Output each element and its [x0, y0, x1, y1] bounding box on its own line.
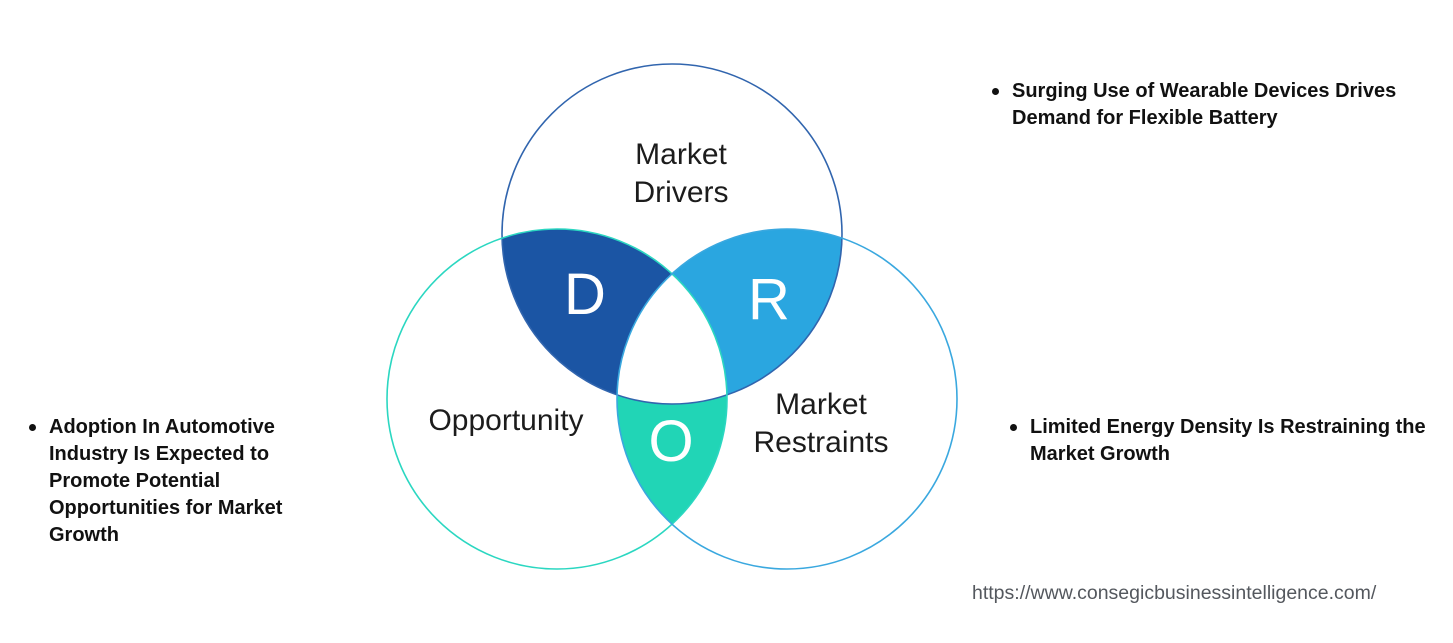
opportunity-note: Adoption In Automotive Industry Is Expec… — [29, 414, 330, 549]
restraints-overlap-letter: R — [748, 267, 790, 332]
bullet-dot — [992, 88, 999, 95]
restraints-note: Limited Energy Density Is Restraining th… — [1010, 414, 1453, 468]
bullet-dot — [1010, 424, 1017, 431]
drivers-note-text: Surging Use of Wearable Devices Drives D… — [1012, 80, 1397, 129]
opportunity-circle-label: Opportunity — [428, 404, 584, 437]
drivers-overlap-letter: D — [564, 262, 606, 327]
drivers-circle — [501, 63, 843, 405]
bullet-dot — [29, 424, 36, 431]
opportunity-overlap-letter: O — [648, 409, 694, 474]
restraints-circle-label: Market Restraints — [753, 388, 889, 459]
opportunity-circle — [386, 228, 728, 570]
source-url: https://www.consegicbusinessintelligence… — [972, 582, 1377, 604]
drivers-circle-label: Market Drivers — [633, 138, 729, 209]
drivers-note: Surging Use of Wearable Devices Drives D… — [992, 78, 1413, 132]
opportunity-note-text: Adoption In Automotive Industry Is Expec… — [49, 416, 283, 546]
restraints-circle — [616, 228, 958, 570]
restraints-note-text: Limited Energy Density Is Restraining th… — [1030, 416, 1426, 465]
